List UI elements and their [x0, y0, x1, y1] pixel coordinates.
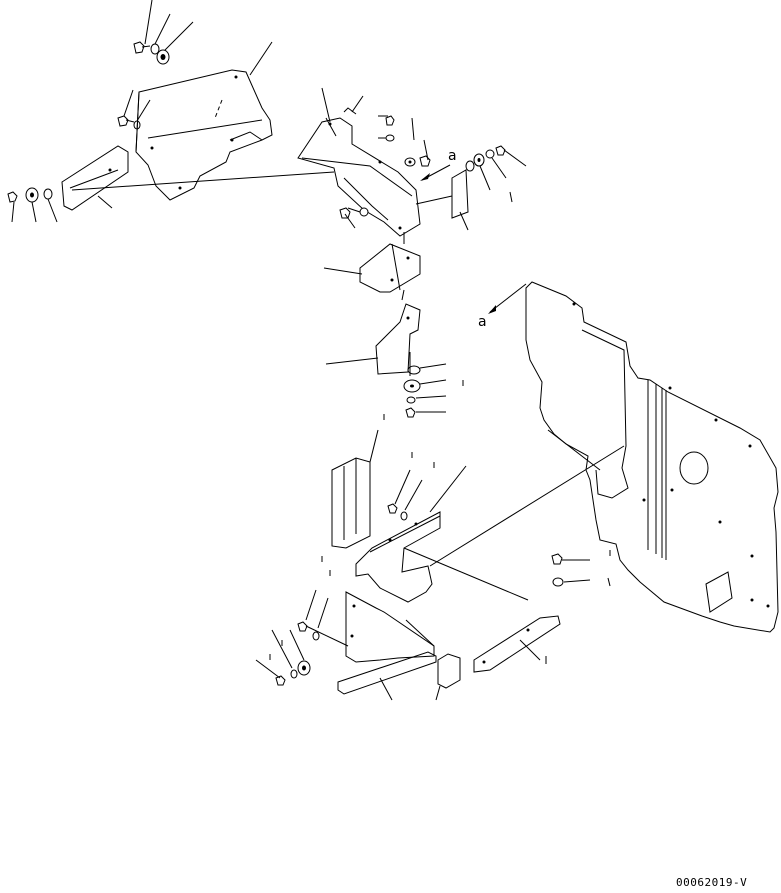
center-mid-plate-upper — [323, 232, 421, 293]
callout-letter-upper: a — [448, 148, 457, 164]
lower-center-bracket — [355, 465, 529, 603]
lower-left-plate — [345, 591, 435, 663]
right-main-panel — [429, 281, 779, 633]
bolt-washer-group-lower-mid — [387, 469, 423, 521]
drawing-code: 00062019-V — [676, 876, 748, 889]
bolt-washer-group-right — [551, 553, 591, 587]
bolt-washer-group-center-mid — [403, 352, 447, 418]
callout-a-upper: a — [420, 148, 457, 181]
lower-right-rail — [473, 615, 561, 673]
lower-long-strip — [337, 651, 437, 701]
bolt-washer-group-lower-left — [255, 589, 349, 686]
left-small-plate — [61, 145, 129, 211]
bolt-washer-group-center — [339, 115, 431, 229]
center-mid-plate-lower — [325, 289, 421, 375]
lower-left-block — [331, 429, 379, 549]
leader-line-plate — [71, 171, 335, 191]
bolt-washer-group-mid-left — [117, 89, 151, 130]
callout-a-lower: a — [478, 283, 527, 330]
lower-small-block — [435, 653, 461, 701]
bolt-washer-group-top — [133, 0, 194, 65]
bolt-washer-group-right-top — [465, 145, 527, 203]
upper-cover-panel — [135, 41, 273, 201]
center-upper-bracket — [297, 87, 421, 237]
reference-ticks — [269, 380, 611, 664]
callout-letter-lower: a — [478, 314, 487, 330]
bolt-washer-group-far-left — [7, 187, 58, 223]
right-small-plate — [415, 169, 469, 231]
